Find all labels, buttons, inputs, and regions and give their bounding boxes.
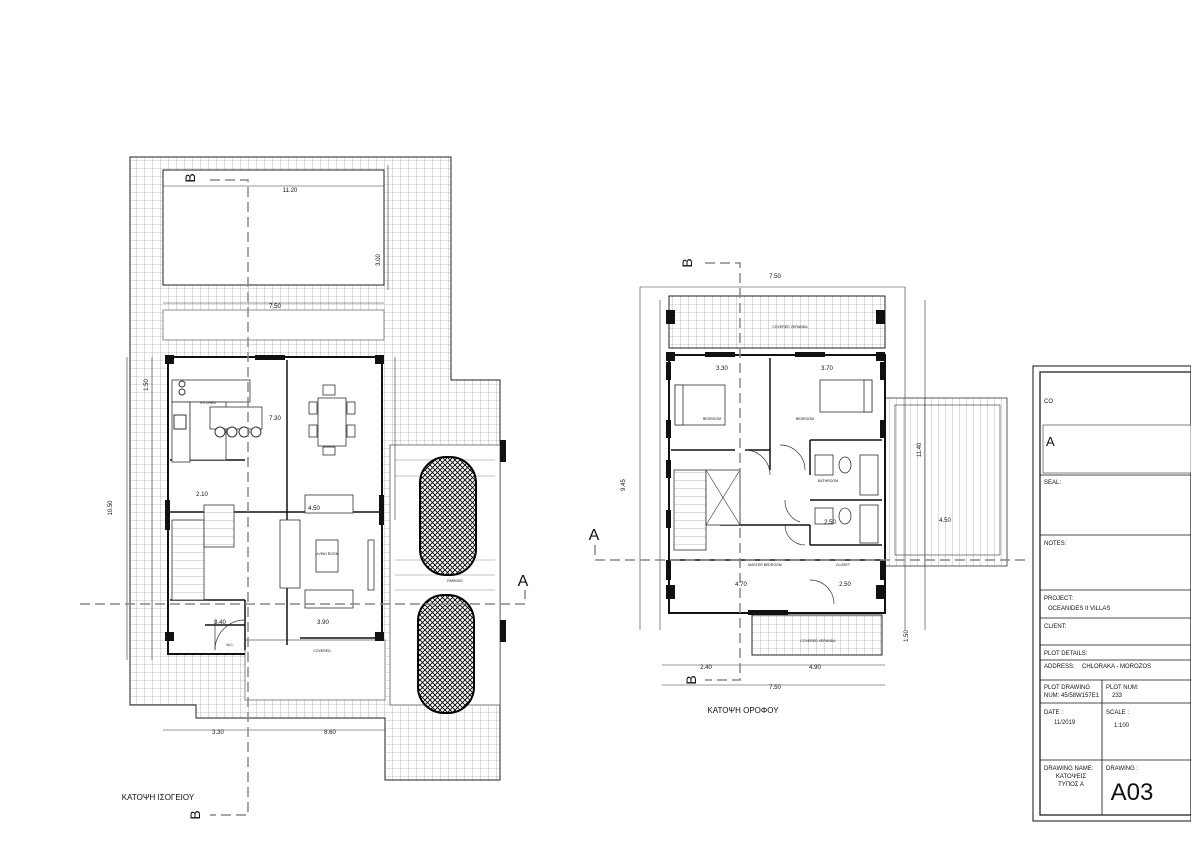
section-mark-b-first-bottom: B: [683, 675, 699, 684]
dim-room-b: 1.50: [144, 379, 150, 391]
dim-inner-width: 7.30: [269, 416, 281, 422]
room-wc: W.C.: [226, 643, 234, 647]
dim-room-a: 4.50: [308, 506, 320, 512]
dim-ff-bottom-right: 4.90: [809, 665, 821, 671]
tb-plot-num-label: PLOT NUM:: [1106, 685, 1139, 691]
dim-wc-width: 3.90: [317, 620, 329, 626]
dim-bottom-right: 8.60: [324, 730, 336, 736]
section-line-b-ground: [210, 179, 249, 816]
dim-ff-height: 9.45: [621, 479, 627, 491]
section-line-a-first: [594, 545, 1030, 561]
tb-drawing-label: DRAWING :: [1106, 766, 1138, 772]
section-line-a-ground: [80, 590, 526, 605]
tb-drawing-name-line2: ΤΥΠΟΣ Α: [1058, 782, 1084, 788]
tb-notes-label: NOTES:: [1044, 541, 1067, 547]
room-ff-veranda-top: COVERED VERANDA: [772, 325, 808, 329]
tb-co-label: CO: [1044, 399, 1053, 405]
tb-plot-details-label: PLOT DETAILS:: [1044, 651, 1088, 657]
room-ff-master: MASTER BEDROOM: [748, 563, 782, 567]
dim-pool-width: 11.20: [283, 188, 298, 194]
tb-drawing-name-line1: ΚΑΤΟΨΕΙΣ: [1056, 774, 1086, 780]
room-covered: COVERED: [313, 649, 331, 653]
pool: [162, 169, 385, 286]
tb-address-label: ADDRESS:: [1044, 664, 1075, 670]
tb-client-label: CLIENT:: [1044, 624, 1067, 630]
tb-plot-drawing-label-2: NUM:: [1044, 693, 1060, 699]
tb-plot-drawing-value: 45/58W157E1: [1061, 693, 1100, 699]
dim-ff-wc: 2.50: [824, 520, 836, 526]
room-ff-veranda-bottom: COVERED VERANDA: [800, 639, 836, 643]
dim-entry-width: 3.40: [214, 620, 226, 626]
tb-seal-label: SEAL:: [1044, 480, 1061, 486]
top-veranda: [668, 295, 886, 349]
dim-ff-bottom-left: 2.40: [700, 665, 712, 671]
section-mark-b-first-top: B: [679, 258, 695, 267]
tb-drawing-name-label: DRAWING NAME:: [1044, 766, 1094, 772]
ground-floor-caption: ΚΑΤΟΨΗ ΙΣΟΓΕΙΟΥ: [122, 793, 195, 802]
ground-floor-plan: 11.20 3.00 7.50 10.50 7.30 2.10 3.40 3.9…: [80, 156, 529, 820]
tb-scale-label: SCALE :: [1106, 710, 1129, 716]
dim-ff-bottom-width: 7.50: [769, 685, 781, 691]
dim-overall-height: 10.50: [108, 500, 114, 516]
room-ff-bath: BATHROOM: [818, 479, 838, 483]
dim-ff-balcony: 1.50: [904, 630, 910, 642]
dim-house-width: 7.50: [269, 304, 281, 310]
section-mark-b-bottom: B: [187, 810, 203, 819]
dim-ff-deck: 4.50: [939, 518, 951, 524]
section-mark-a-first: A: [589, 527, 600, 544]
tb-project-label: PROJECT:: [1044, 596, 1073, 602]
tb-plot-num-value: 233: [1112, 693, 1123, 699]
dim-ff-right-height: 11.40: [917, 442, 923, 457]
dim-pool-depth: 3.00: [376, 254, 382, 266]
dim-ff-top-width: 7.50: [769, 274, 781, 280]
first-floor-caption: ΚΑΤΟΨΗ ΟΡΟΦΟΥ: [707, 706, 779, 715]
tb-address-value: CHLORAKA - MOROZOS: [1082, 664, 1151, 670]
dim-ff-bottom-bed: 4.70: [735, 582, 747, 588]
ground-staircase: [171, 519, 205, 601]
first-staircase: [673, 469, 707, 551]
tb-plot-drawing-label-1: PLOT DRAWING: [1044, 685, 1090, 691]
car-1: [419, 456, 477, 576]
car-2: [417, 594, 475, 714]
tb-date-label: DATE :: [1044, 710, 1063, 716]
bottom-veranda: [751, 614, 883, 656]
room-ff-bedroom1: BEDROOM: [703, 417, 721, 421]
dim-stair-width: 2.10: [196, 492, 208, 498]
section-mark-a-ground: A: [518, 573, 529, 590]
tb-date-value: 11/2019: [1054, 720, 1076, 726]
first-floor-plan: 7.50 9.45 11.40 3.30 3.70 2.40 4.90 7.50…: [589, 258, 1030, 715]
dim-ff-bed1: 3.30: [716, 366, 728, 372]
room-kitchen: KITCHEN: [200, 401, 216, 405]
dim-ff-bed2: 3.70: [821, 366, 833, 372]
title-block: CO A SEAL: NOTES: PROJECT: OCEANIDES II …: [1032, 365, 1191, 822]
tb-logo-letter: A: [1046, 434, 1055, 449]
tb-project-value: OCEANIDES II VILLAS: [1048, 606, 1110, 612]
dim-ff-bath: 2.50: [839, 582, 851, 588]
right-deck: [881, 397, 1008, 567]
section-line-b-first: [705, 262, 741, 681]
room-living: LIVING ROOM: [315, 552, 338, 556]
tb-scale-value: 1:100: [1114, 723, 1130, 729]
dim-bottom-left: 3.30: [212, 730, 224, 736]
room-parking: PARKING: [447, 579, 463, 583]
room-ff-closet: CLOSET: [836, 563, 851, 567]
tb-drawing-code: A03: [1111, 779, 1154, 806]
room-ff-bedroom2: BEDROOM: [796, 417, 814, 421]
section-mark-b-top: B: [182, 173, 198, 182]
